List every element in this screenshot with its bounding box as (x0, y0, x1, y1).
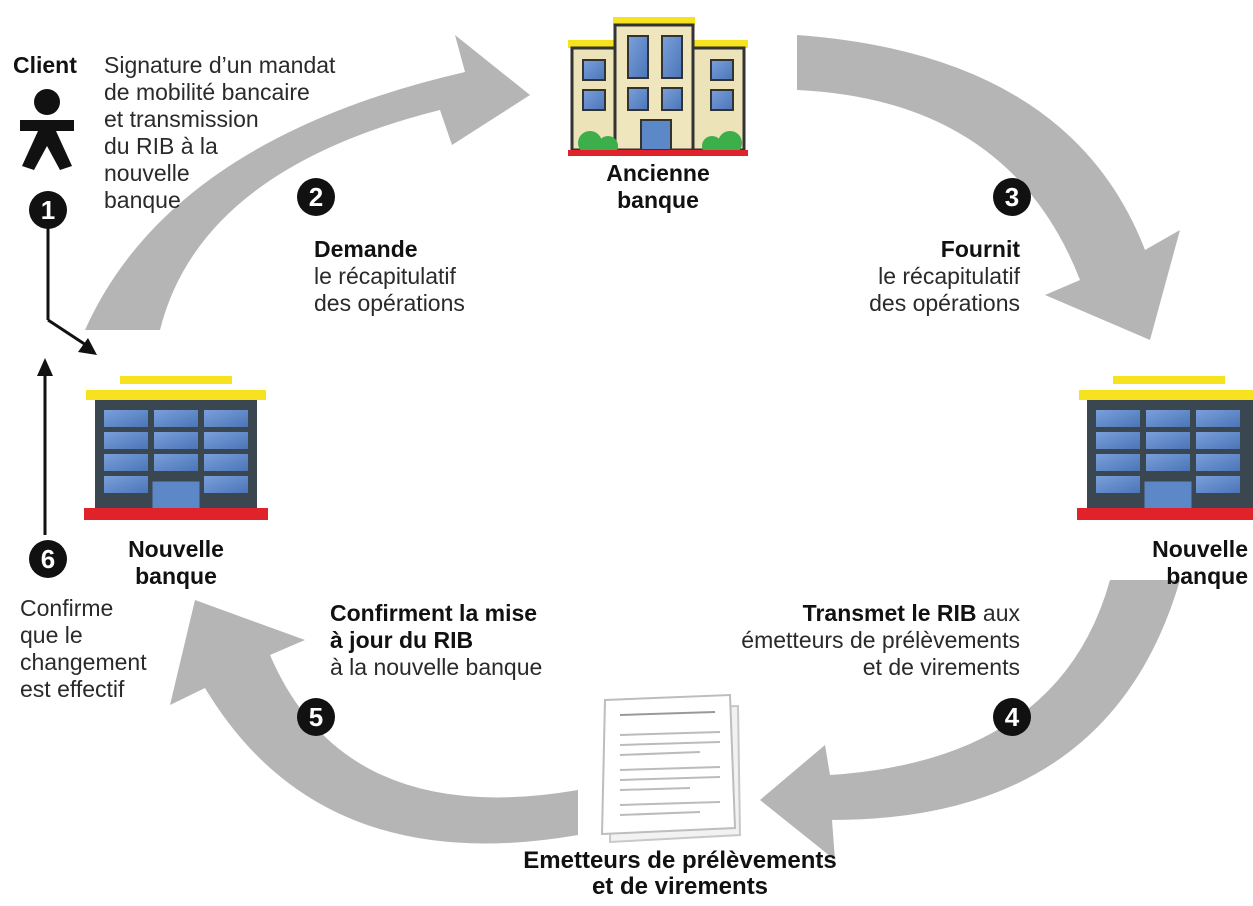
client-line-5: nouvelle (104, 160, 190, 186)
client-description: Signature d’un mandat de mobilité bancai… (104, 52, 335, 214)
step-4-action-rest: aux (976, 600, 1020, 626)
new-bank-left-building-icon (84, 376, 268, 520)
new-bank-right-label-line-2: banque (1166, 563, 1248, 589)
arrow-confirm-up (37, 358, 53, 535)
step-4-line-1: Transmet le RIB aux (690, 600, 1020, 627)
old-bank-building-icon (568, 17, 748, 156)
step-6-badge: 6 (29, 540, 67, 578)
document-icon (600, 693, 742, 844)
arrow-client-to-bank (46, 225, 97, 355)
step-2-line-3: des opérations (314, 290, 465, 316)
step-4-text: Transmet le RIB aux émetteurs de prélève… (690, 600, 1020, 681)
step-6-line-3: changement (20, 649, 147, 675)
new-bank-left-label-line-2: banque (135, 563, 217, 589)
step-2-text: Demande le récapitulatif des opérations (314, 236, 465, 317)
client-line-3: et transmission (104, 106, 259, 132)
arrow-step-4 (760, 580, 1180, 860)
step-4-badge: 4 (993, 698, 1031, 736)
new-bank-right-building-icon (1077, 376, 1253, 520)
client-line-6: banque (104, 187, 181, 213)
step-4-line-2: émetteurs de prélèvements (741, 627, 1020, 653)
step-5-line-3: à la nouvelle banque (330, 654, 543, 680)
step-4-action: Transmet le RIB (802, 600, 977, 626)
step-3-line-2: le récapitulatif (878, 263, 1020, 289)
new-bank-left-label: Nouvelle banque (95, 536, 257, 590)
emitters-label-line-1: Emetteurs de prélèvements (523, 847, 837, 874)
step-6-text: Confirme que le changement est effectif (20, 595, 147, 703)
new-bank-right-label-line-1: Nouvelle (1152, 536, 1248, 562)
client-line-1: Signature d’un mandat (104, 52, 336, 78)
step-4-line-3: et de virements (862, 654, 1020, 680)
arrow-step-2 (85, 35, 530, 330)
person-icon (20, 89, 74, 170)
step-3-line-3: des opérations (869, 290, 1020, 316)
emitters-label-line-2: et de virements (591, 873, 769, 900)
step-5-text: Confirment la mise à jour du RIB à la no… (330, 600, 542, 681)
arrow-step-5 (170, 600, 578, 844)
old-bank-label-line-2: banque (617, 187, 699, 213)
step-6-line-2: que le (20, 622, 83, 648)
step-3-badge: 3 (993, 178, 1031, 216)
step-5-action-2: à jour du RIB (330, 627, 474, 653)
new-bank-left-label-line-1: Nouvelle (128, 536, 224, 562)
client-line-4: du RIB à la (104, 133, 218, 159)
step-2-action: Demande (314, 236, 418, 262)
step-1-badge: 1 (29, 191, 67, 229)
old-bank-label-line-1: Ancienne (606, 160, 710, 186)
step-6-line-4: est effectif (20, 676, 125, 702)
step-3-text: Fournit le récapitulatif des opérations (780, 236, 1020, 317)
client-line-2: de mobilité bancaire (104, 79, 310, 105)
arrow-step-3 (797, 35, 1180, 340)
step-2-badge: 2 (297, 178, 335, 216)
old-bank-label: Ancienne banque (568, 160, 748, 214)
step-6-line-1: Confirme (20, 595, 114, 621)
step-5-badge: 5 (297, 698, 335, 736)
client-title: Client (13, 52, 77, 78)
step-3-action: Fournit (940, 236, 1020, 262)
step-2-line-2: le récapitulatif (314, 263, 456, 289)
step-5-action-1: Confirment la mise (330, 600, 538, 626)
new-bank-right-label: Nouvelle banque (1100, 536, 1248, 590)
emitters-label: Emetteurs de prélèvements et de virement… (470, 848, 890, 900)
